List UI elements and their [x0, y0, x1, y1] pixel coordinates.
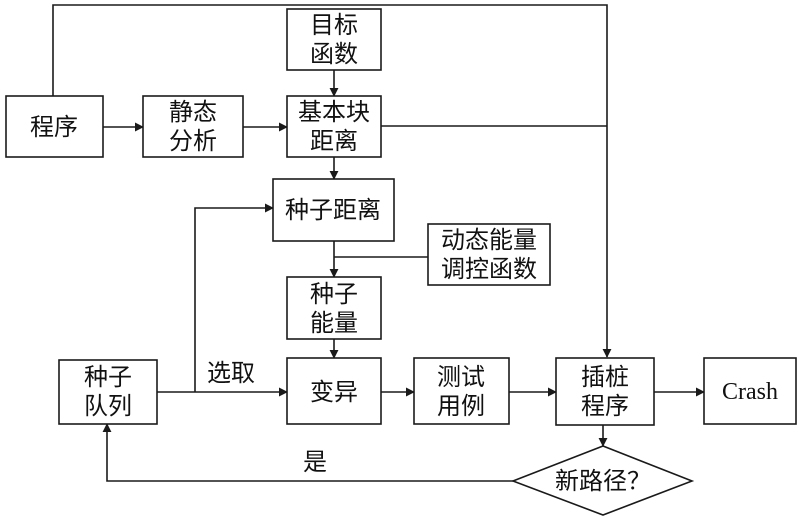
node-test-case-label-1: 测试 — [437, 363, 485, 391]
node-block-distance-label-1: 基本块 — [298, 98, 370, 126]
node-seed-queue-label-2: 队列 — [84, 392, 132, 420]
node-program: 程序 — [5, 95, 104, 158]
node-crash: Crash — [703, 357, 797, 425]
node-dynamic-energy: 动态能量 调控函数 — [427, 223, 551, 286]
node-mutation: 变异 — [286, 357, 382, 425]
node-dynamic-energy-label-1: 动态能量 — [441, 226, 537, 254]
node-instrumented-program-label-1: 插桩 — [581, 363, 629, 391]
node-test-case: 测试 用例 — [413, 357, 510, 425]
node-block-distance: 基本块 距离 — [286, 95, 382, 158]
node-crash-label: Crash — [722, 379, 778, 405]
edge-newpath-to-queue — [102, 423, 513, 482]
node-static-analysis: 静态 分析 — [142, 95, 244, 158]
node-static-analysis-label-1: 静态 — [169, 98, 217, 126]
connectors — [52, 4, 705, 482]
node-seed-queue-label-1: 种子 — [84, 363, 132, 391]
edge-label-yes: 是 — [303, 448, 327, 476]
node-static-analysis-label-2: 分析 — [169, 127, 217, 155]
node-seed-energy-label-1: 种子 — [310, 280, 358, 308]
edge-label-select: 选取 — [207, 359, 255, 387]
node-block-distance-label-2: 距离 — [310, 127, 358, 155]
node-new-path-decision: 新路径？ — [510, 445, 695, 516]
node-objective-function: 目标 函数 — [286, 8, 382, 71]
edge-program-to-instrumented — [52, 4, 612, 358]
node-seed-distance: 种子距离 — [272, 178, 395, 242]
node-objective-function-label-2: 函数 — [310, 40, 358, 68]
node-seed-energy: 种子 能量 — [286, 276, 382, 340]
node-program-label: 程序 — [30, 113, 78, 141]
node-mutation-label: 变异 — [310, 378, 358, 406]
edge-queue-to-seed-distance — [194, 203, 274, 392]
node-seed-queue: 种子 队列 — [58, 359, 158, 425]
node-dynamic-energy-label-2: 调控函数 — [441, 255, 537, 283]
node-seed-distance-label: 种子距离 — [285, 196, 381, 224]
node-instrumented-program: 插桩 程序 — [555, 357, 655, 426]
node-test-case-label-2: 用例 — [437, 392, 485, 420]
node-seed-energy-label-2: 能量 — [310, 309, 358, 337]
node-instrumented-program-label-2: 程序 — [581, 392, 629, 420]
node-new-path-label: 新路径？ — [555, 467, 651, 495]
node-objective-function-label-1: 目标 — [310, 11, 358, 39]
